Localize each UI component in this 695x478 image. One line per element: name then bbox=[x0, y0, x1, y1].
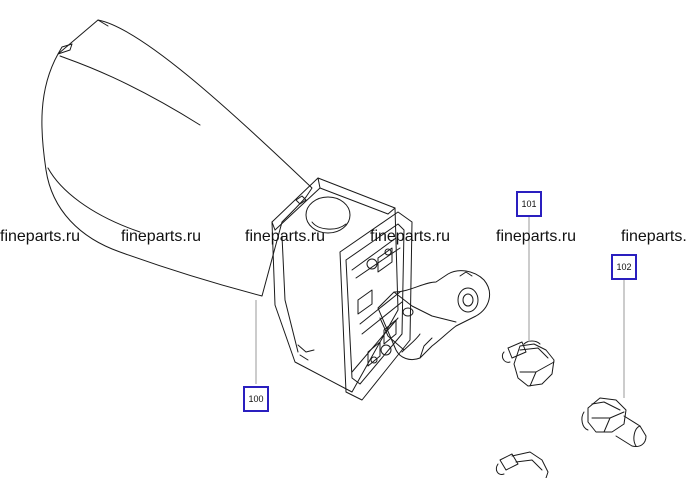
bolt-101 bbox=[501, 340, 555, 387]
mounting-bracket bbox=[271, 177, 399, 393]
watermark-text: fineparts.ru bbox=[496, 228, 577, 245]
watermark-text: fineparts.ru bbox=[245, 228, 326, 245]
callout-100[interactable]: 100 bbox=[243, 386, 269, 412]
damper-plate bbox=[339, 211, 413, 401]
watermark-text: fineparts. bbox=[621, 228, 687, 245]
callout-102[interactable]: 102 bbox=[611, 254, 637, 280]
bolt-bottom bbox=[495, 451, 549, 478]
watermark-text: fineparts.ru bbox=[121, 228, 202, 245]
watermark-text: fineparts.ru bbox=[370, 228, 451, 245]
bolt-102 bbox=[581, 397, 647, 447]
watermark-text: fineparts.ru bbox=[0, 228, 81, 245]
hinge-arm bbox=[377, 270, 491, 361]
housing-body bbox=[41, 19, 313, 297]
callout-101[interactable]: 101 bbox=[516, 191, 542, 217]
